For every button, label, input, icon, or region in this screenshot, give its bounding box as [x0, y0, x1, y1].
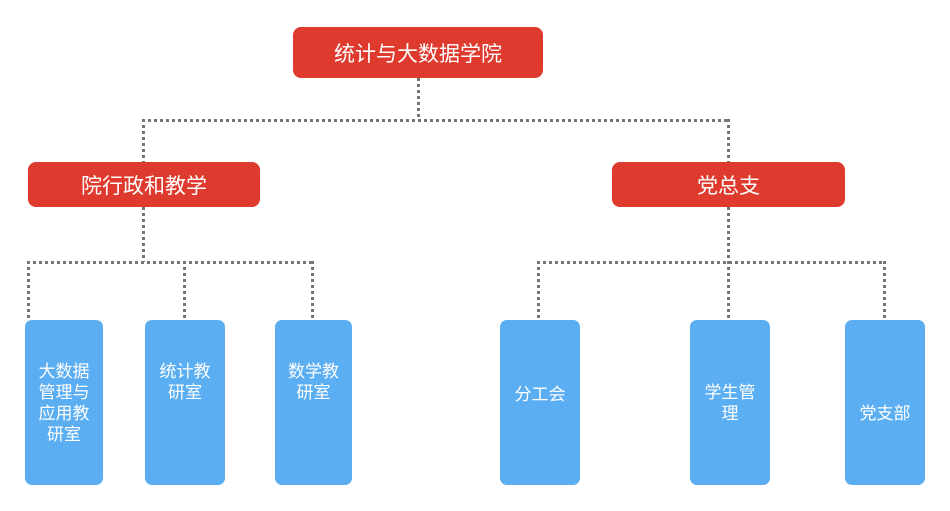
node-dept-bigdata-management: 大数据 管理与 应用教 研室 [25, 320, 103, 485]
connector-party-stem [727, 207, 730, 262]
node-branch-admin-teaching: 院行政和教学 [28, 162, 260, 207]
node-dept-statistics: 统计教 研室 [145, 320, 225, 485]
node-branch-admin-teaching-label: 院行政和教学 [81, 174, 207, 198]
node-trade-union-label: 分工会 [514, 385, 566, 404]
node-party-branch: 党支部 [845, 320, 925, 485]
node-branch-party-committee-label: 党总支 [697, 174, 760, 198]
node-college-root-label: 统计与大数据学院 [334, 42, 502, 66]
connector-admin-drop-2 [183, 261, 186, 320]
node-dept-math: 数学教 研室 [275, 320, 352, 485]
node-student-management-label: 学生管 理 [704, 382, 756, 423]
node-dept-math-label: 数学教 研室 [288, 361, 339, 402]
connector-admin-stem [142, 207, 145, 262]
node-trade-union: 分工会 [500, 320, 580, 485]
connector-party-drop-1 [537, 261, 540, 320]
connector-bus-to-party [727, 119, 730, 162]
connector-admin-bus [27, 261, 314, 264]
connector-root-stem [417, 78, 420, 120]
connector-party-bus [537, 261, 886, 264]
connector-party-drop-2 [727, 261, 730, 320]
connector-level1-bus [142, 119, 730, 122]
connector-admin-drop-1 [27, 261, 30, 320]
connector-bus-to-admin [142, 119, 145, 162]
node-party-branch-label: 党支部 [859, 404, 911, 423]
node-branch-party-committee: 党总支 [612, 162, 845, 207]
connector-party-drop-3 [883, 261, 886, 320]
node-dept-statistics-label: 统计教 研室 [159, 361, 211, 402]
node-dept-bigdata-management-label: 大数据 管理与 应用教 研室 [38, 361, 90, 444]
node-student-management: 学生管 理 [690, 320, 770, 485]
connector-admin-drop-3 [311, 261, 314, 320]
node-college-root: 统计与大数据学院 [293, 27, 543, 78]
